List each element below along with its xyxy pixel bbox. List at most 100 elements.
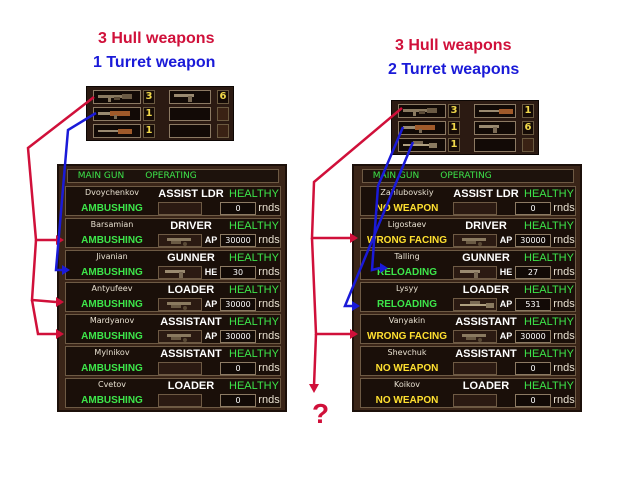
crew-role: DRIVER — [170, 220, 212, 232]
inventory-slot[interactable] — [474, 138, 516, 152]
crew-name: Zahlubovskiy — [380, 188, 434, 197]
inventory-slot[interactable] — [93, 90, 141, 104]
red-arrow-right — [310, 237, 350, 336]
crew-health: HEALTHY — [229, 316, 279, 328]
ammo-unit: rnds — [553, 234, 575, 246]
crew-health: HEALTHY — [524, 380, 574, 392]
crew-name: Koikov — [394, 380, 420, 389]
ammo-type — [498, 202, 514, 215]
crew-role: ASSISTANT — [160, 348, 222, 360]
red-arrow-left — [30, 299, 56, 336]
crew-role: DRIVER — [465, 220, 507, 232]
red-arrow-left — [30, 239, 57, 304]
ammo-type — [203, 394, 219, 407]
ammo-type: HE — [204, 267, 218, 277]
weapon-slot[interactable] — [158, 362, 202, 375]
ammo-count: 0 — [515, 394, 551, 407]
crew-name: Talling — [394, 252, 420, 261]
weapon-slot[interactable] — [453, 298, 497, 311]
crew-role: LOADER — [167, 380, 215, 392]
tab-main-gun[interactable]: MAIN GUN — [77, 171, 125, 181]
ammo-unit: rnds — [258, 298, 280, 310]
inventory-slot[interactable] — [169, 124, 211, 138]
crew-health: HEALTHY — [524, 284, 574, 296]
right-hull-heading: 3 Hull weapons — [395, 37, 512, 54]
weapon-slot[interactable] — [158, 298, 202, 311]
weapon-slot[interactable] — [453, 234, 497, 247]
crew-name: Dvoychenkov — [85, 188, 139, 197]
ammo-unit: rnds — [258, 234, 280, 246]
weapon-slot[interactable] — [158, 394, 202, 407]
ammo-count: 30000 — [220, 330, 256, 343]
crew-status: AMBUSHING — [81, 267, 143, 278]
crew-health: HEALTHY — [229, 252, 279, 264]
weapon-slot[interactable] — [158, 266, 202, 279]
crew-role: LOADER — [462, 380, 510, 392]
inventory-slot[interactable] — [169, 90, 211, 104]
weapon-slot[interactable] — [453, 202, 497, 215]
weapon-slot[interactable] — [453, 330, 497, 343]
weapon-slot[interactable] — [158, 234, 202, 247]
crew-role: GUNNER — [462, 252, 510, 264]
weapon-slot[interactable] — [453, 266, 497, 279]
ammo-unit: rnds — [553, 330, 575, 342]
crew-health: HEALTHY — [229, 188, 279, 200]
inventory-slot[interactable] — [93, 107, 141, 121]
weapon-slot[interactable] — [158, 330, 202, 343]
inventory-slot[interactable] — [169, 107, 211, 121]
crew-status: AMBUSHING — [81, 395, 143, 406]
crew-health: HEALTHY — [524, 316, 574, 328]
inventory-slot[interactable] — [474, 121, 516, 135]
ammo-type: AP — [204, 235, 218, 245]
ammo-type — [498, 394, 514, 407]
inventory-slot[interactable] — [93, 124, 141, 138]
inventory-slot[interactable] — [398, 138, 446, 152]
inventory-count: 1 — [448, 121, 460, 135]
left-hull-heading: 3 Hull weapons — [98, 30, 215, 47]
crew-role: ASSISTANT — [455, 348, 517, 360]
ammo-unit: rnds — [553, 394, 575, 406]
crew-status: AMBUSHING — [81, 235, 143, 246]
weapon-slot[interactable] — [453, 362, 497, 375]
ammo-type: AP — [204, 299, 218, 309]
ammo-count: 30000 — [515, 330, 551, 343]
crew-health: HEALTHY — [524, 188, 574, 200]
crew-role: LOADER — [462, 284, 510, 296]
tab-operating[interactable]: OPERATING — [440, 171, 492, 181]
ammo-count: 27 — [515, 266, 551, 279]
inventory-slot[interactable] — [474, 104, 516, 118]
crew-role: ASSIST LDR — [453, 188, 519, 200]
weapon-slot[interactable] — [158, 202, 202, 215]
crew-status: AMBUSHING — [81, 203, 143, 214]
inventory-slot[interactable] — [398, 104, 446, 118]
crew-name: Cvetov — [97, 380, 126, 389]
weapon-slot[interactable] — [453, 394, 497, 407]
inventory-count: 1 — [143, 124, 155, 138]
inventory-slot[interactable] — [398, 121, 446, 135]
right-crew-panel: MAIN GUN OPERATING Zahlubovskiy ASSIST LDR H… — [352, 164, 582, 412]
right-turret-heading: 2 Turret weapons — [388, 61, 520, 78]
tab-operating[interactable]: OPERATING — [145, 171, 197, 181]
crew-status: RELOADING — [377, 299, 437, 310]
inventory-count — [217, 124, 229, 138]
crew-status: AMBUSHING — [81, 363, 143, 374]
ammo-type: AP — [499, 235, 513, 245]
tab-main-gun[interactable]: MAIN GUN — [372, 171, 420, 181]
ammo-type: AP — [499, 299, 513, 309]
crew-role: GUNNER — [167, 252, 215, 264]
